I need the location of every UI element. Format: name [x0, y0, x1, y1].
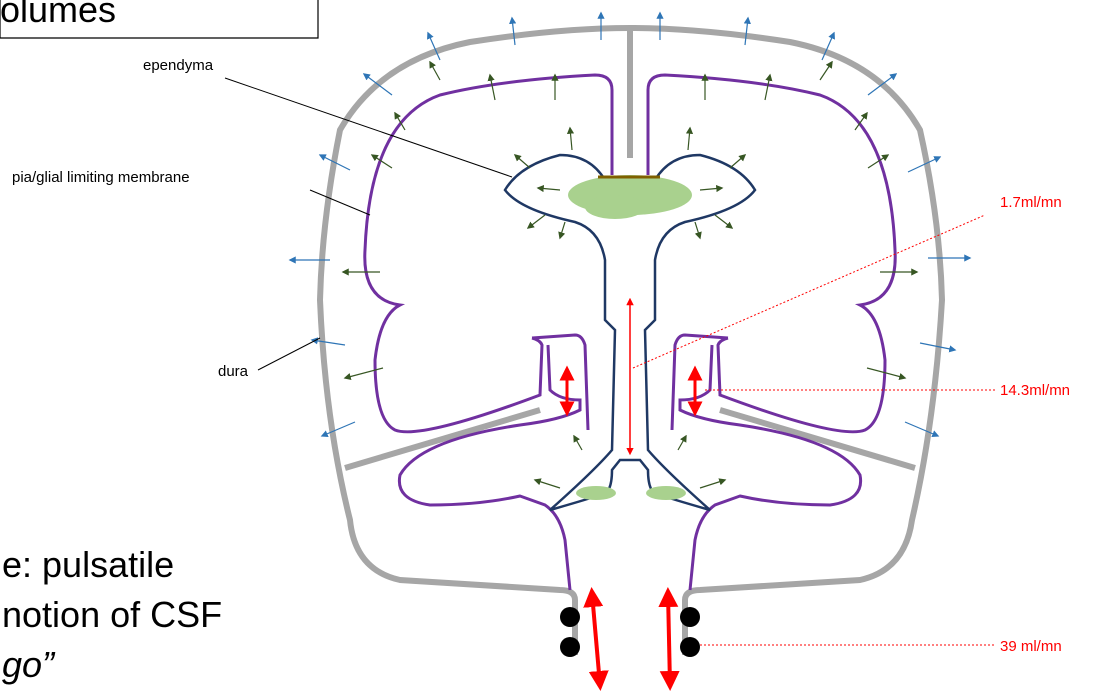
note-line-1: e: pulsatile	[2, 544, 174, 585]
vessels	[560, 607, 700, 657]
green-arrow	[560, 222, 565, 238]
title-text: olumes	[0, 0, 116, 30]
blue-arrow	[745, 18, 748, 45]
rate-3-label: 39 ml/mn	[1000, 638, 1062, 655]
spinal-right-flow-arrow	[668, 593, 670, 685]
green-arrow	[515, 155, 530, 168]
green-arrow	[695, 222, 700, 238]
green-arrow	[730, 155, 745, 168]
note-line-2: notion of CSF	[2, 594, 222, 635]
spinal-left-flow-arrow	[592, 593, 600, 685]
blue-arrow	[312, 340, 345, 345]
green-arrow	[430, 62, 440, 80]
blue-arrow	[512, 18, 515, 45]
dura-leader	[258, 338, 320, 370]
tentorium-right	[720, 410, 915, 468]
rate-1-label: 1.7ml/mn	[1000, 194, 1062, 211]
blue-arrow	[322, 422, 355, 436]
vessel-dot	[560, 637, 580, 657]
green-arrow	[528, 215, 545, 228]
dura-label: dura	[218, 363, 249, 380]
green-arrow	[765, 75, 770, 100]
pia-leader	[310, 190, 370, 215]
green-arrow	[688, 128, 690, 150]
pia-right-hemisphere	[648, 75, 895, 432]
green-arrow	[678, 436, 686, 450]
title-box: olumes	[0, 0, 318, 38]
choroid-plexus-fourth-right	[646, 486, 686, 500]
note-line-3: go”	[2, 644, 56, 685]
blue-arrow	[905, 422, 938, 436]
green-arrow	[570, 128, 572, 150]
green-arrow	[715, 215, 732, 228]
ependyma-label: ependyma	[143, 57, 214, 74]
green-arrow	[574, 436, 582, 450]
pia-left-lower	[399, 345, 580, 590]
green-arrow	[490, 75, 495, 100]
tentorium-left	[345, 410, 540, 468]
green-arrow	[345, 368, 383, 378]
green-arrow	[535, 480, 560, 488]
pia-label: pia/glial limiting membrane	[12, 169, 190, 186]
vessel-dot	[680, 637, 700, 657]
green-arrow	[538, 188, 560, 190]
pia-right-lower	[680, 345, 861, 590]
vessel-dot	[560, 607, 580, 627]
pia-left-hemisphere	[365, 75, 612, 432]
green-arrow	[820, 62, 832, 80]
rate-2-label: 14.3ml/mn	[1000, 382, 1070, 399]
green-arrow	[700, 188, 722, 190]
choroid-plexus-lateral-lobe	[585, 195, 645, 219]
choroid-plexus-fourth-left	[576, 486, 616, 500]
vessel-dot	[680, 607, 700, 627]
green-arrow	[700, 480, 725, 488]
